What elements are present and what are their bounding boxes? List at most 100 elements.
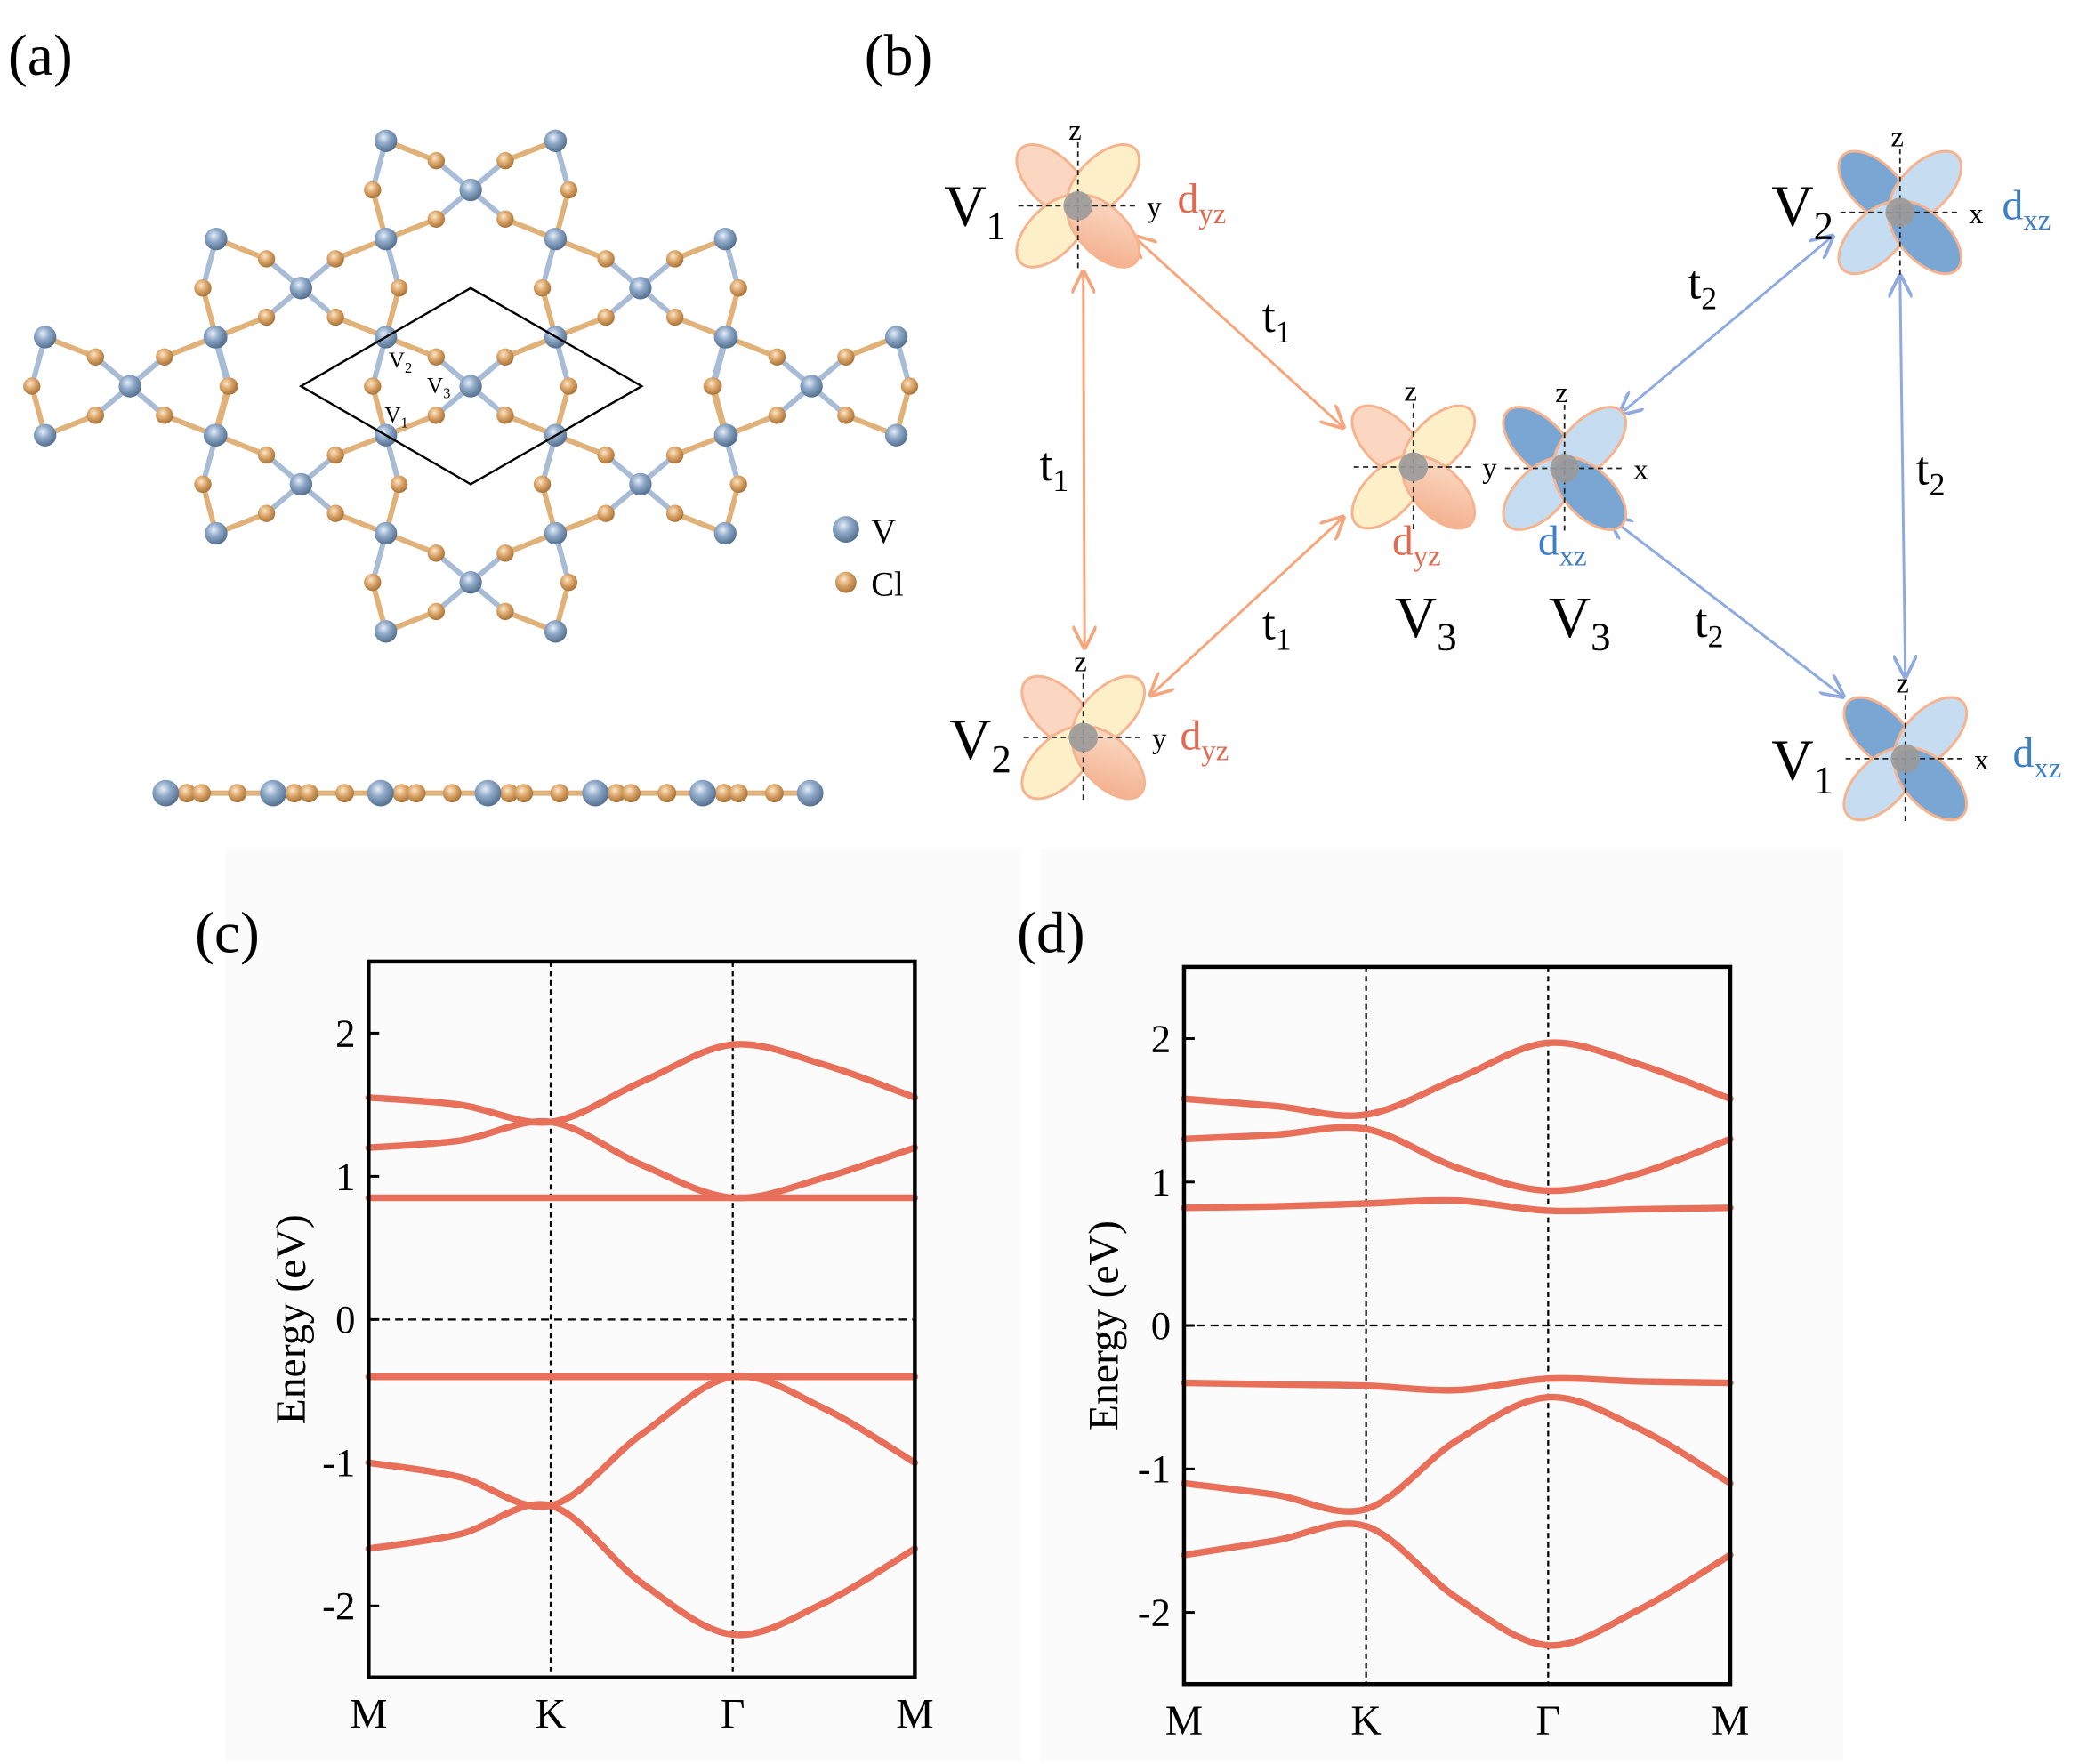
band-line-1 <box>1181 1039 1734 1119</box>
axis-label-z: z <box>1404 375 1417 407</box>
band-line-4 <box>1181 1374 1734 1394</box>
x-tick-label: Γ <box>1536 1698 1561 1744</box>
cl-atom <box>326 504 344 522</box>
cell-label-v3: V3 <box>427 374 450 402</box>
cl-atom <box>427 210 446 228</box>
band-line-3 <box>1181 1196 1734 1215</box>
v-atom <box>796 779 824 807</box>
y-tick-label: 2 <box>1151 1016 1171 1060</box>
v-atom <box>629 277 652 300</box>
cl-atom <box>607 784 626 803</box>
cl-atom <box>427 407 446 424</box>
atom-core <box>1890 744 1921 774</box>
atom-label: V3 <box>1395 586 1457 659</box>
legend-marker-v <box>832 516 859 543</box>
cl-atom <box>257 250 276 268</box>
cl-atom <box>326 446 344 464</box>
cl-atom <box>86 348 104 366</box>
cl-atom <box>665 250 684 268</box>
cl-atom <box>496 348 514 366</box>
cl-atom <box>597 308 615 326</box>
axis-label-x: x <box>1633 454 1648 486</box>
orbital-label: dxz <box>2002 182 2051 237</box>
cl-atom <box>496 407 514 424</box>
orbital-label: dyz <box>1392 518 1441 572</box>
v-atom <box>544 620 568 643</box>
y-tick-label: -1 <box>1138 1446 1171 1491</box>
v-atom <box>34 423 57 447</box>
hopping-arrows <box>1084 237 1906 697</box>
v-atom <box>375 620 398 643</box>
cl-atom <box>335 784 354 803</box>
v-atom <box>544 521 568 545</box>
band-line-6 <box>1181 1520 1734 1649</box>
v-atom <box>367 779 394 807</box>
cl-atom <box>499 784 519 803</box>
panel-label-d: (d) <box>1017 901 1084 965</box>
cl-atom <box>299 784 318 803</box>
cl-atom <box>427 152 446 170</box>
axis-label-y: y <box>1482 453 1497 485</box>
band-line-6 <box>365 1501 919 1639</box>
cell-label-v1: V1 <box>384 402 407 431</box>
cl-atom <box>533 475 552 494</box>
y-axis-label: Energy (eV) <box>1081 1220 1127 1430</box>
atom-label: V1 <box>1771 729 1833 802</box>
hop-label: t2 <box>1688 256 1717 317</box>
hop-arrow-t2-v3-v2 <box>1620 237 1832 415</box>
v-atom <box>289 472 312 496</box>
cl-atom <box>23 377 41 395</box>
hop-arrow-t2-v2-v1 <box>1900 276 1906 676</box>
cl-atom <box>496 152 514 170</box>
v-atom <box>205 227 228 251</box>
v-atom <box>118 375 141 398</box>
y-axis-label: Energy (eV) <box>269 1214 315 1424</box>
y-tick-label: -1 <box>322 1440 355 1485</box>
cl-atom <box>86 407 104 424</box>
x-tick-label: M <box>1712 1698 1749 1744</box>
cl-atom <box>764 784 784 803</box>
atom-core <box>1885 197 1915 228</box>
x-tick-label: M <box>1165 1698 1203 1744</box>
orbital-label: dyz <box>1180 713 1229 767</box>
cl-atom <box>257 504 276 522</box>
axis-label-z: z <box>1074 647 1087 679</box>
atom-core <box>1550 454 1580 483</box>
axis-label-z: z <box>1896 667 1909 699</box>
v-atom <box>582 779 609 807</box>
axis-label-x: x <box>1969 198 1983 230</box>
hop-label: t1 <box>1040 438 1069 498</box>
band-line-2 <box>1181 1124 1734 1195</box>
plot-frame <box>367 959 917 1679</box>
panel-label-c: (c) <box>195 901 260 965</box>
cl-atom <box>665 446 684 464</box>
orbital-label: dxz <box>2012 730 2061 785</box>
v-atom <box>544 129 568 153</box>
y-tick-label: 2 <box>335 1011 355 1055</box>
cl-atom <box>326 250 344 268</box>
atom-label: V3 <box>1549 586 1611 659</box>
v-atom <box>884 423 908 447</box>
cl-atom <box>514 784 534 803</box>
band-line-5 <box>1181 1393 1734 1515</box>
atom-core <box>1063 190 1093 221</box>
legend-label-v: V <box>871 512 896 551</box>
v-atom <box>459 375 482 398</box>
v-atom <box>375 227 398 251</box>
cl-atom <box>837 348 855 366</box>
cl-atom <box>533 279 552 297</box>
x-tick-label: M <box>896 1691 933 1737</box>
cl-atom <box>442 784 462 803</box>
v-atom <box>884 326 908 349</box>
hop-label: t1 <box>1262 597 1292 657</box>
plot-frame <box>1181 964 1733 1687</box>
cl-atom <box>257 446 276 464</box>
cell-label-v2: V2 <box>389 348 412 376</box>
cl-atom <box>560 573 578 592</box>
cl-atom <box>427 544 446 562</box>
atoms <box>23 129 919 643</box>
axis-label-y: y <box>1147 191 1162 223</box>
v-atom <box>713 521 737 545</box>
